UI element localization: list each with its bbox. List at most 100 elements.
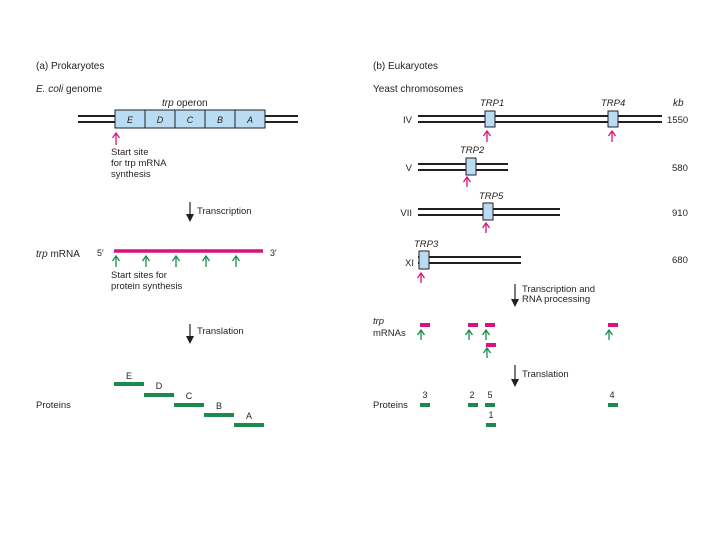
gene-label-e: E: [127, 115, 134, 125]
protein-bar-1: [486, 423, 496, 427]
protein-bar-d: [144, 393, 174, 397]
chromosome-xi-start-arrow: [416, 271, 426, 283]
protein-start-arrows: [111, 254, 241, 267]
mrnas-label-rest: mRNAs: [373, 328, 406, 339]
processing-line-2: RNA processing: [522, 294, 590, 305]
chromosome-xi: XI TRP3 680: [405, 239, 688, 283]
gene-box-trp1: [484, 110, 496, 128]
protein-label-e: E: [126, 371, 132, 381]
gene-box-a: [234, 109, 266, 129]
chromosome-v-kb: 580: [672, 163, 688, 174]
processing-caption: Transcription and RNA processing: [522, 284, 598, 305]
trp-operon-genes: E D C B A: [114, 109, 266, 129]
mrna-label: trp mRNA: [36, 249, 80, 260]
chromosome-xi-kb: 680: [672, 255, 688, 266]
gene-label-trp2: TRP2: [460, 145, 485, 156]
protein-number-5: 5: [487, 390, 492, 400]
gene-box-trp2: [465, 157, 477, 176]
chromosome-iv-kb: 1550: [667, 115, 688, 126]
protein-label-c: C: [186, 391, 193, 401]
gene-box-trp3: [418, 250, 430, 270]
translation-label-left: Translation: [197, 326, 244, 337]
protein-start-line-2: protein synthesis: [111, 281, 183, 292]
protein-label-b: B: [216, 401, 222, 411]
chromosome-vii-kb: 910: [672, 208, 688, 219]
gene-label-trp4: TRP4: [601, 98, 625, 109]
eukaryote-mrnas: [420, 323, 618, 347]
eukaryote-proteins: 3 2 5 4 1: [420, 390, 618, 427]
protein-label-a: A: [246, 411, 252, 421]
protein-bar-b: [204, 413, 234, 417]
prokaryote-proteins: E D C B A: [114, 371, 264, 427]
chromosome-vii-start-arrow: [481, 221, 491, 233]
protein-start-arrow-a: [231, 254, 241, 267]
three-prime-label: 3′: [270, 248, 277, 258]
protein-start-arrow-d: [141, 254, 151, 267]
protein-number-4: 4: [609, 390, 614, 400]
start-site-line-2: for trp mRNA: [111, 158, 167, 169]
mrna-bar-trp4: [608, 323, 618, 327]
proteins-label-right: Proteins: [373, 400, 408, 411]
chromosome-v-start-arrow: [462, 175, 472, 187]
genome-label-rest: genome: [63, 84, 102, 95]
protein-start-arrow-e: [111, 254, 121, 267]
protein-start-line-1: Start sites for: [111, 270, 167, 281]
chromosome-vii: VII TRP5 910: [400, 191, 688, 233]
prokaryotes-panel: (a) Prokaryotes E. coli genome trp opero…: [36, 61, 298, 427]
panel-a-title: (a) Prokaryotes: [36, 61, 104, 72]
operon-label-gene: trp: [162, 98, 174, 109]
protein-bar-3: [420, 403, 430, 407]
chromosome-v-label: V: [406, 163, 413, 174]
panel-b-title: (b) Eukaryotes: [373, 61, 438, 72]
translation-label-right: Translation: [522, 369, 569, 380]
operon-label: trp operon: [162, 98, 208, 109]
chromosome-iv: IV TRP1 TRP4 1550: [403, 98, 688, 142]
five-prime-label: 5′: [97, 248, 104, 258]
gene-label-trp3: TRP3: [414, 239, 439, 250]
protein-bar-c: [174, 403, 204, 407]
gene-label-trp1: TRP1: [480, 98, 504, 109]
protein-start-arrow-b: [201, 254, 211, 267]
transcription-label: Transcription: [197, 206, 252, 217]
gene-label-trp5: TRP5: [479, 191, 504, 202]
protein-bar-2: [468, 403, 478, 407]
mrna-label-gene: trp: [36, 249, 48, 260]
gene-box-trp5: [482, 202, 494, 221]
chromosome-vii-label: VII: [400, 208, 412, 219]
chromosome-iv-label: IV: [403, 115, 413, 126]
gene-label-a: A: [246, 115, 253, 125]
protein-start-caption: Start sites for protein synthesis: [111, 270, 183, 292]
gene-label-b: B: [217, 115, 223, 125]
chromosome-iv-start-arrows: [482, 129, 617, 142]
genome-label: E. coli genome: [36, 84, 103, 95]
transcription-start-arrow: [111, 131, 121, 145]
start-site-line-3: synthesis: [111, 169, 151, 180]
protein-bar-4: [608, 403, 618, 407]
protein-bar-e: [114, 382, 144, 386]
processing-line-1: Transcription and: [522, 284, 595, 295]
gene-label-d: D: [157, 115, 164, 125]
mrna-bar-trp5: [486, 343, 496, 347]
mrna-bar-trp2: [468, 323, 478, 327]
gene-box-trp4: [607, 110, 619, 128]
yeast-chromosomes-label: Yeast chromosomes: [373, 84, 463, 95]
start-site-line-1: Start site: [111, 147, 149, 158]
mrnas-label: trp mRNAs: [373, 316, 406, 339]
mrna-bar-trp1: [485, 323, 495, 327]
mrna-label-rest: mRNA: [48, 249, 81, 260]
protein-number-3: 3: [422, 390, 427, 400]
gene-label-c: C: [187, 115, 194, 125]
protein-number-2: 2: [469, 390, 474, 400]
start-site-caption: Start site for trp mRNA synthesis: [111, 147, 169, 180]
chromosome-xi-label: XI: [405, 258, 414, 269]
genome-label-organism: E. coli: [36, 84, 64, 95]
protein-bar-a: [234, 423, 264, 427]
protein-start-arrow-c: [171, 254, 181, 267]
kb-header: kb: [673, 98, 684, 109]
chromosome-v: V TRP2 580: [406, 145, 688, 187]
protein-bar-5: [485, 403, 495, 407]
eukaryote-translation-start-arrows: [416, 328, 614, 358]
operon-label-rest: operon: [174, 98, 208, 109]
proteins-label-left: Proteins: [36, 400, 71, 411]
